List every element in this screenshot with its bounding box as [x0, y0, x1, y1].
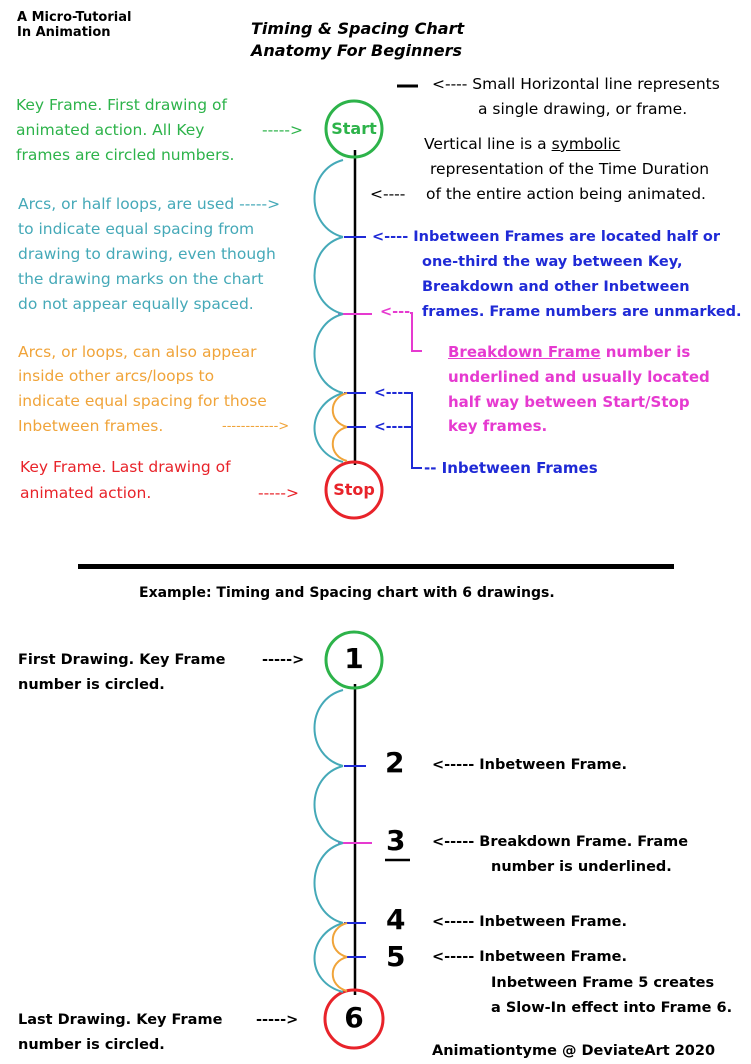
last-drawing-note-1: Last Drawing. Key Frame [18, 1012, 223, 1028]
spacing-arc [313, 392, 344, 463]
first-drawing-note-1: First Drawing. Key Frame [18, 652, 226, 668]
inbetween-note-2: one-third the way between Key, [422, 254, 683, 270]
inbetween-note-1: <---- Inbetween Frames are located half … [372, 229, 720, 245]
inbetween-frames-label: -- Inbetween Frames [424, 459, 598, 477]
arcs-note-5: do not appear equally spaced. [18, 295, 254, 313]
inbetween-note-4: frames. Frame numbers are unmarked. [422, 304, 742, 320]
last-drawing-note-2: number is circled. [18, 1037, 165, 1053]
loops-note-4: Inbetween frames. [18, 417, 164, 435]
key-first-note-2: animated action. All Key [16, 121, 205, 139]
frame-number-1: 1 [344, 642, 364, 675]
inbetween-small-arrow: <---- [374, 419, 409, 435]
inbetween-note-3: Breakdown and other Inbetween [422, 279, 690, 295]
first-drawing-arrow: -----> [262, 652, 305, 668]
example-heading: Example: Timing and Spacing chart with 6… [139, 585, 555, 601]
title-line1: Timing & Spacing Chart [251, 19, 465, 38]
vertical-arrow: <---- [370, 185, 406, 203]
vertical-note-2: representation of the Time Duration [430, 160, 710, 178]
frame-2-note: <----- Inbetween Frame. [432, 757, 627, 773]
vertical-note-3: of the entire action being animated. [426, 185, 706, 203]
frame-3-note-2: number is underlined. [491, 859, 672, 875]
spacing-arc [313, 765, 344, 844]
tutorial-label-line2: In Animation [17, 25, 111, 40]
frame-6-circle [323, 988, 385, 1050]
frame-5-note-1: <----- Inbetween Frame. [432, 949, 627, 965]
spacing-arc [313, 236, 344, 315]
inner-spacing-arc [331, 956, 348, 992]
frame-5-note-2: Inbetween Frame 5 creates [491, 975, 715, 991]
key-first-note-3: frames are circled numbers. [16, 146, 235, 164]
inner-spacing-arc [331, 426, 348, 462]
key-last-note-2: animated action. [20, 484, 152, 502]
arcs-note-1: Arcs, or half loops, are used -----> [18, 195, 281, 213]
loops-note-3: indicate equal spacing for those [18, 392, 267, 410]
breakdown-note-2: underlined and usually located [448, 368, 710, 386]
frame-number-4: 4 [386, 903, 406, 936]
inner-spacing-arc [331, 392, 348, 428]
tutorial-label-line1: A Micro-Tutorial [17, 10, 132, 25]
frame-number-2: 2 [385, 746, 405, 779]
breakdown-arrow: <--- [380, 304, 411, 320]
inbetween-small-arrow: <---- [374, 385, 409, 401]
first-drawing-note-2: number is circled. [18, 677, 165, 693]
small-line-note-1: <---- Small Horizontal line represents [432, 75, 720, 93]
frame-number-3: 3 [386, 824, 406, 857]
spacing-arc [313, 159, 344, 238]
arcs-note-4: the drawing marks on the chart [18, 270, 264, 288]
frame-number-5: 5 [386, 940, 406, 973]
key-last-arrow: -----> [258, 484, 299, 502]
spacing-arc [313, 689, 344, 767]
breakdown-note-4: key frames. [448, 417, 548, 435]
start-label: Start [331, 119, 377, 138]
start-key-circle [324, 99, 384, 159]
arcs-note-3: drawing to drawing, even though [18, 245, 276, 263]
inbetween-connector [407, 392, 422, 469]
loops-note-1: Arcs, or loops, can also appear [18, 343, 257, 361]
vertical-note-1: Vertical line is a symbolic [424, 135, 621, 153]
section-divider [78, 564, 674, 569]
loops-arrow: ------------> [222, 419, 290, 434]
frame-3-note-1: <----- Breakdown Frame. Frame [432, 834, 689, 850]
small-line-note-2: a single drawing, or frame. [478, 100, 688, 118]
frame-5-note-3: a Slow-In effect into Frame 6. [491, 1000, 733, 1016]
stop-label: Stop [333, 480, 375, 499]
spacing-arc [313, 922, 344, 993]
stop-key-circle [324, 460, 384, 520]
key-first-note-1: Key Frame. First drawing of [16, 96, 227, 114]
breakdown-note-3: half way between Start/Stop [448, 393, 690, 411]
breakdown-connector [410, 312, 422, 352]
breakdown-note-1: Breakdown Frame number is [448, 343, 691, 361]
key-first-arrow: -----> [262, 121, 303, 139]
last-drawing-arrow: -----> [256, 1012, 299, 1028]
frame-number-6: 6 [344, 1001, 364, 1034]
frame-4-note: <----- Inbetween Frame. [432, 914, 627, 930]
key-last-note-1: Key Frame. Last drawing of [20, 458, 231, 476]
credit-text: Animationtyme @ DeviateArt 2020 [432, 1043, 716, 1059]
arcs-note-2: to indicate equal spacing from [18, 220, 255, 238]
spacing-arc [313, 313, 344, 394]
inner-spacing-arc [331, 922, 348, 958]
frame-1-circle [324, 630, 384, 690]
loops-note-2: inside other arcs/loops to [18, 367, 215, 385]
spacing-arc [313, 842, 344, 924]
title-line2: Anatomy For Beginners [251, 41, 463, 60]
